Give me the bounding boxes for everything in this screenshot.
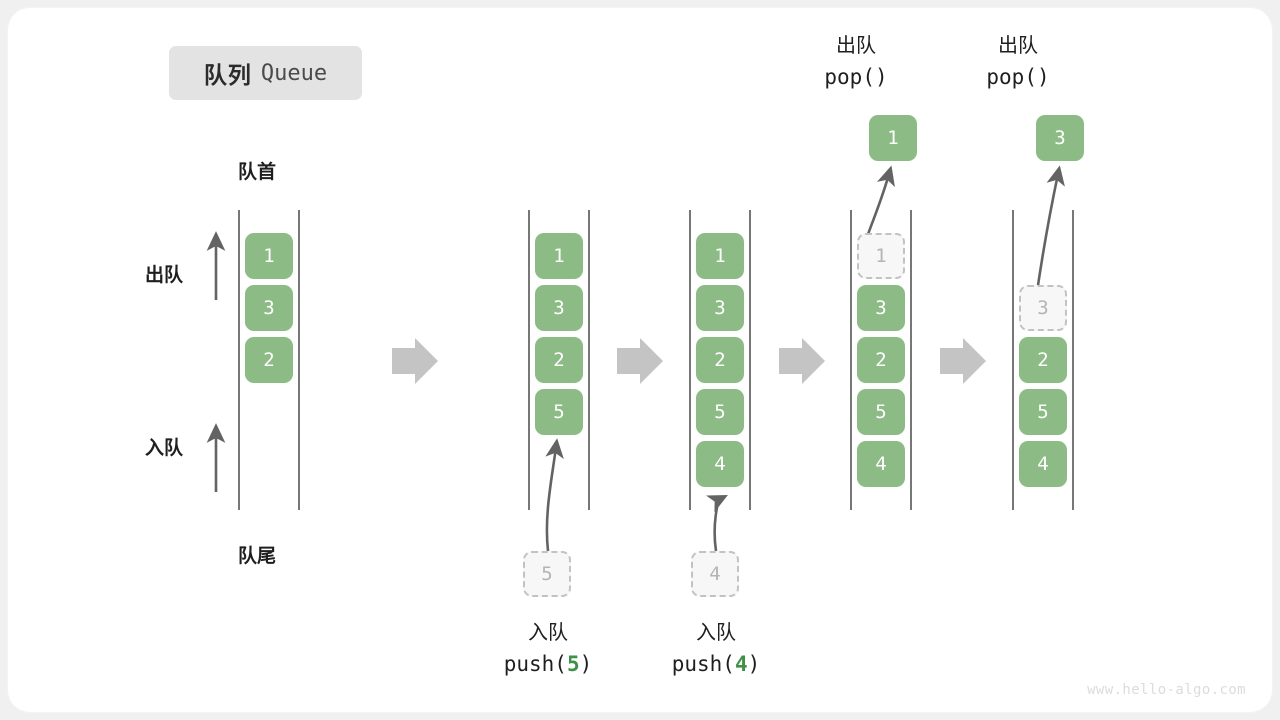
queue-cell: 4 [857, 441, 905, 487]
queue-cell: 2 [1019, 337, 1067, 383]
caption-pop-1: 出队 pop() [791, 30, 921, 94]
queue-cell: 3 [245, 285, 293, 331]
queue-cell: 2 [857, 337, 905, 383]
caption-push-5: 入队 push(5) [443, 617, 653, 681]
caption-pop-3: 出队 pop() [953, 30, 1083, 94]
queue-cell-new: 5 [535, 389, 583, 435]
ghost-cell-pop-3: 3 [1019, 285, 1067, 331]
ghost-cell-push-5: 5 [523, 551, 571, 597]
queue-cell: 1 [696, 233, 744, 279]
ghost-cell-pop-1: 1 [857, 233, 905, 279]
queue-cell: 1 [535, 233, 583, 279]
queue-cell: 2 [535, 337, 583, 383]
dequeue-label: 出队 [145, 264, 184, 286]
caption-push-5-code: push(5) [503, 652, 593, 676]
rear-label: 队尾 [238, 545, 277, 567]
ghost-cell-push-4: 4 [691, 551, 739, 597]
queue-cell: 5 [696, 389, 744, 435]
caption-pop-1-code: pop() [824, 65, 888, 89]
queue-cell: 4 [1019, 441, 1067, 487]
queue-cell: 2 [696, 337, 744, 383]
caption-pop-1-cn: 出队 [836, 33, 876, 57]
queue-cell: 1 [245, 233, 293, 279]
caption-pop-3-cn: 出队 [998, 33, 1038, 57]
diagram-card [8, 8, 1272, 712]
enqueue-label: 入队 [145, 437, 184, 459]
caption-pop-3-code: pop() [986, 65, 1050, 89]
front-label: 队首 [238, 161, 277, 183]
queue-cell: 3 [696, 285, 744, 331]
queue-cell: 3 [857, 285, 905, 331]
title-chinese: 队列 [203, 63, 252, 89]
queue-cell: 5 [1019, 389, 1067, 435]
queue-cell: 3 [535, 285, 583, 331]
watermark: www.hello-algo.com [1087, 682, 1246, 698]
caption-push-4-cn: 入队 [696, 620, 736, 644]
caption-push-4: 入队 push(4) [611, 617, 821, 681]
title-badge: 队列 Queue [169, 46, 362, 100]
title-english: Queue [260, 60, 328, 86]
caption-push-4-code: push(4) [671, 652, 761, 676]
queue-cell: 2 [245, 337, 293, 383]
queue-cell: 5 [857, 389, 905, 435]
popped-cell-3: 3 [1036, 115, 1084, 161]
queue-cell-new: 4 [696, 441, 744, 487]
caption-push-5-cn: 入队 [528, 620, 568, 644]
popped-cell-1: 1 [869, 115, 917, 161]
